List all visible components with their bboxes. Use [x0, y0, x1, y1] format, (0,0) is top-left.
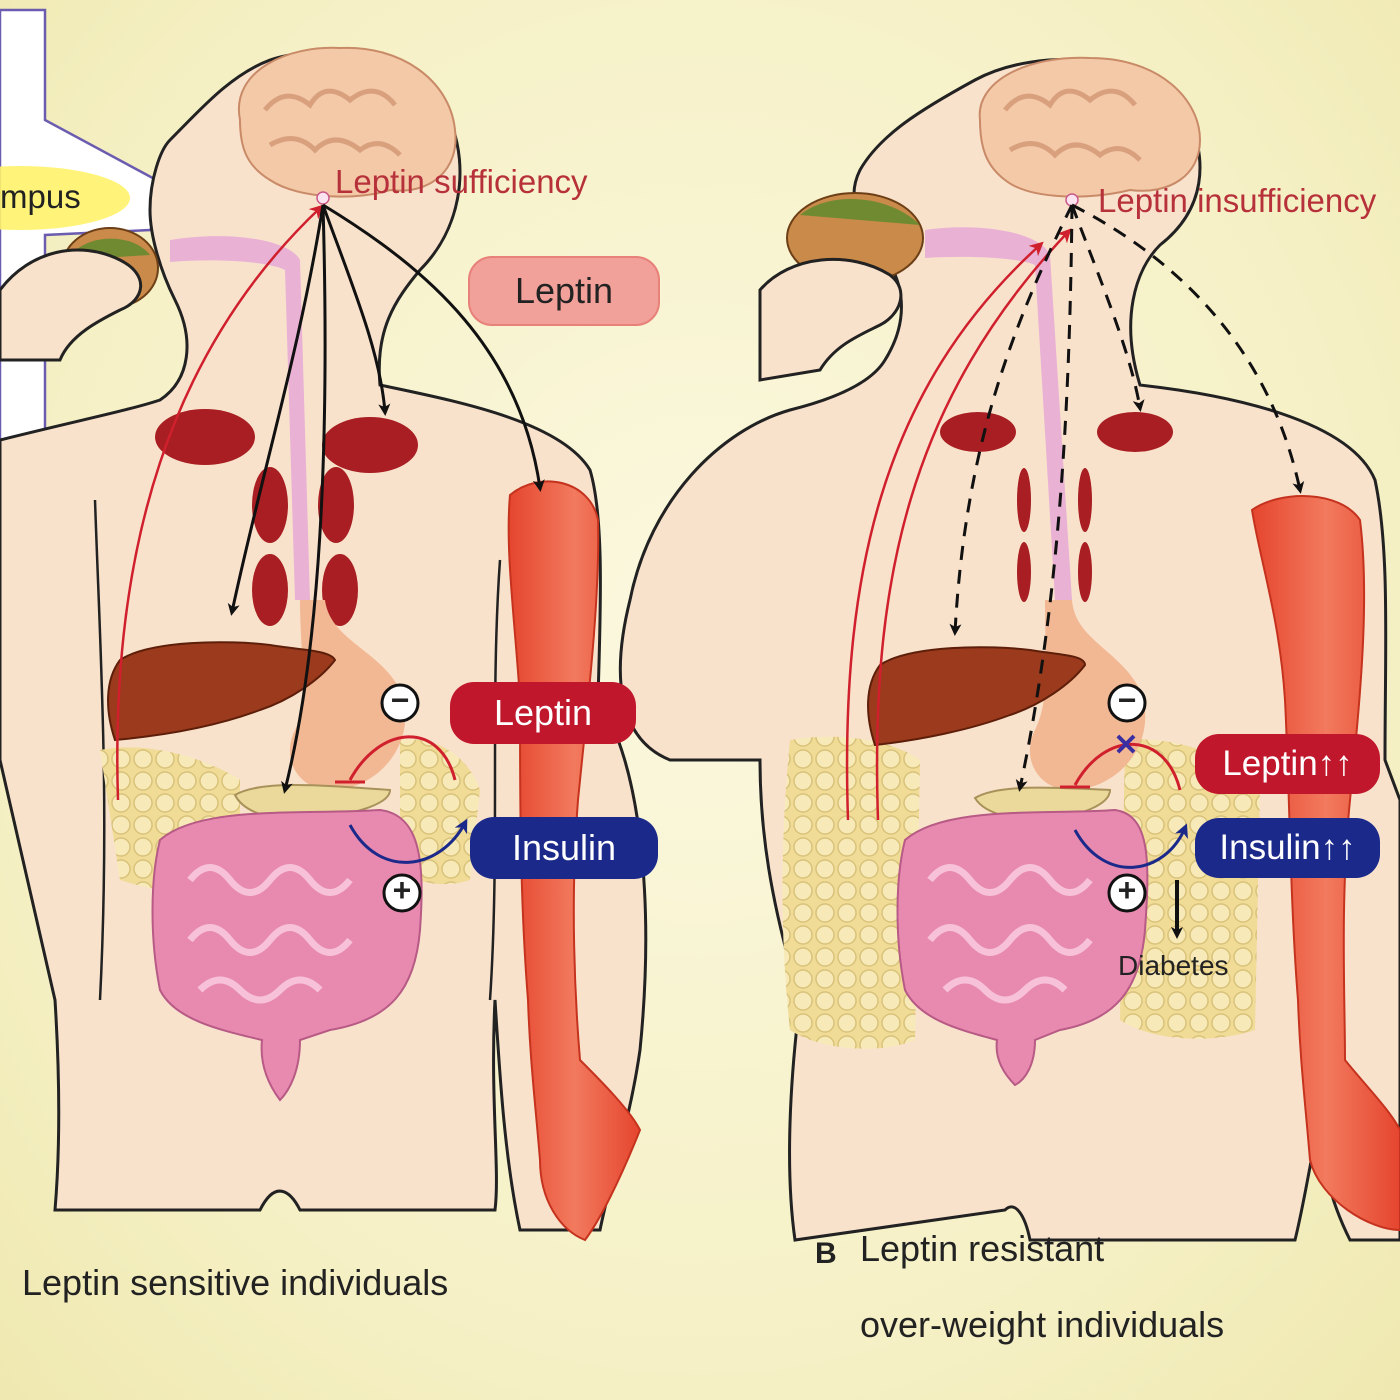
diabetes-label: Diabetes [1118, 950, 1229, 981]
insulin-high-pill: Insulin↑↑ [1195, 818, 1380, 878]
hypothalamus [316, 191, 330, 205]
leptin-hormone-pill: Leptin [468, 256, 660, 326]
stimulate-sign [1107, 873, 1147, 913]
leptin-sufficiency-label: Leptin sufficiency [335, 163, 588, 200]
minus-symbol: − [1117, 682, 1137, 718]
blocked-icon: ✕ [1113, 729, 1139, 762]
hand [758, 257, 903, 382]
panel-a-caption: Leptin sensitive individuals [22, 1262, 449, 1303]
inhibit-sign [380, 683, 420, 723]
hippocampus-highlight [0, 166, 130, 230]
fat-tissue [1120, 739, 1260, 1039]
spinal-cord [925, 227, 1072, 600]
panel-b-figure [618, 56, 1400, 1242]
panel-b-caption-line2: over-weight individuals [860, 1304, 1225, 1345]
leptin-insufficiency-label: Leptin insufficiency [1098, 182, 1377, 219]
plus-symbol: + [1117, 872, 1137, 908]
brain [978, 56, 1202, 198]
bat-spot [1097, 412, 1173, 452]
bat-spot [940, 412, 1016, 452]
spinal-cord [170, 236, 310, 600]
stomach [1029, 600, 1146, 790]
panel-b-caption-line1: Leptin resistant [860, 1228, 1105, 1269]
panel-a-figure [0, 8, 648, 1242]
leptin-pill: Leptin [450, 682, 636, 744]
insulin-pill: Insulin [470, 817, 658, 879]
liver [107, 641, 337, 742]
stimulate-sign [382, 873, 422, 913]
hippocampus-label: mpus [0, 178, 81, 215]
brain [237, 46, 457, 198]
inhibit-sign [1107, 683, 1147, 723]
fat-tissue [400, 739, 480, 885]
leptin-high-pill: Leptin↑↑ [1195, 734, 1380, 794]
bat-spot [322, 417, 418, 473]
minus-symbol: − [390, 682, 410, 718]
hand [0, 248, 143, 362]
panel-b-letter: B [815, 1237, 837, 1270]
hypothalamus [1065, 193, 1079, 207]
liver [867, 646, 1087, 747]
intestines [896, 808, 1149, 1087]
stomach [289, 600, 406, 790]
fat-tissue [782, 736, 920, 1049]
plus-symbol: + [392, 872, 412, 908]
bat-spot [155, 409, 255, 465]
intestines [151, 808, 423, 1102]
